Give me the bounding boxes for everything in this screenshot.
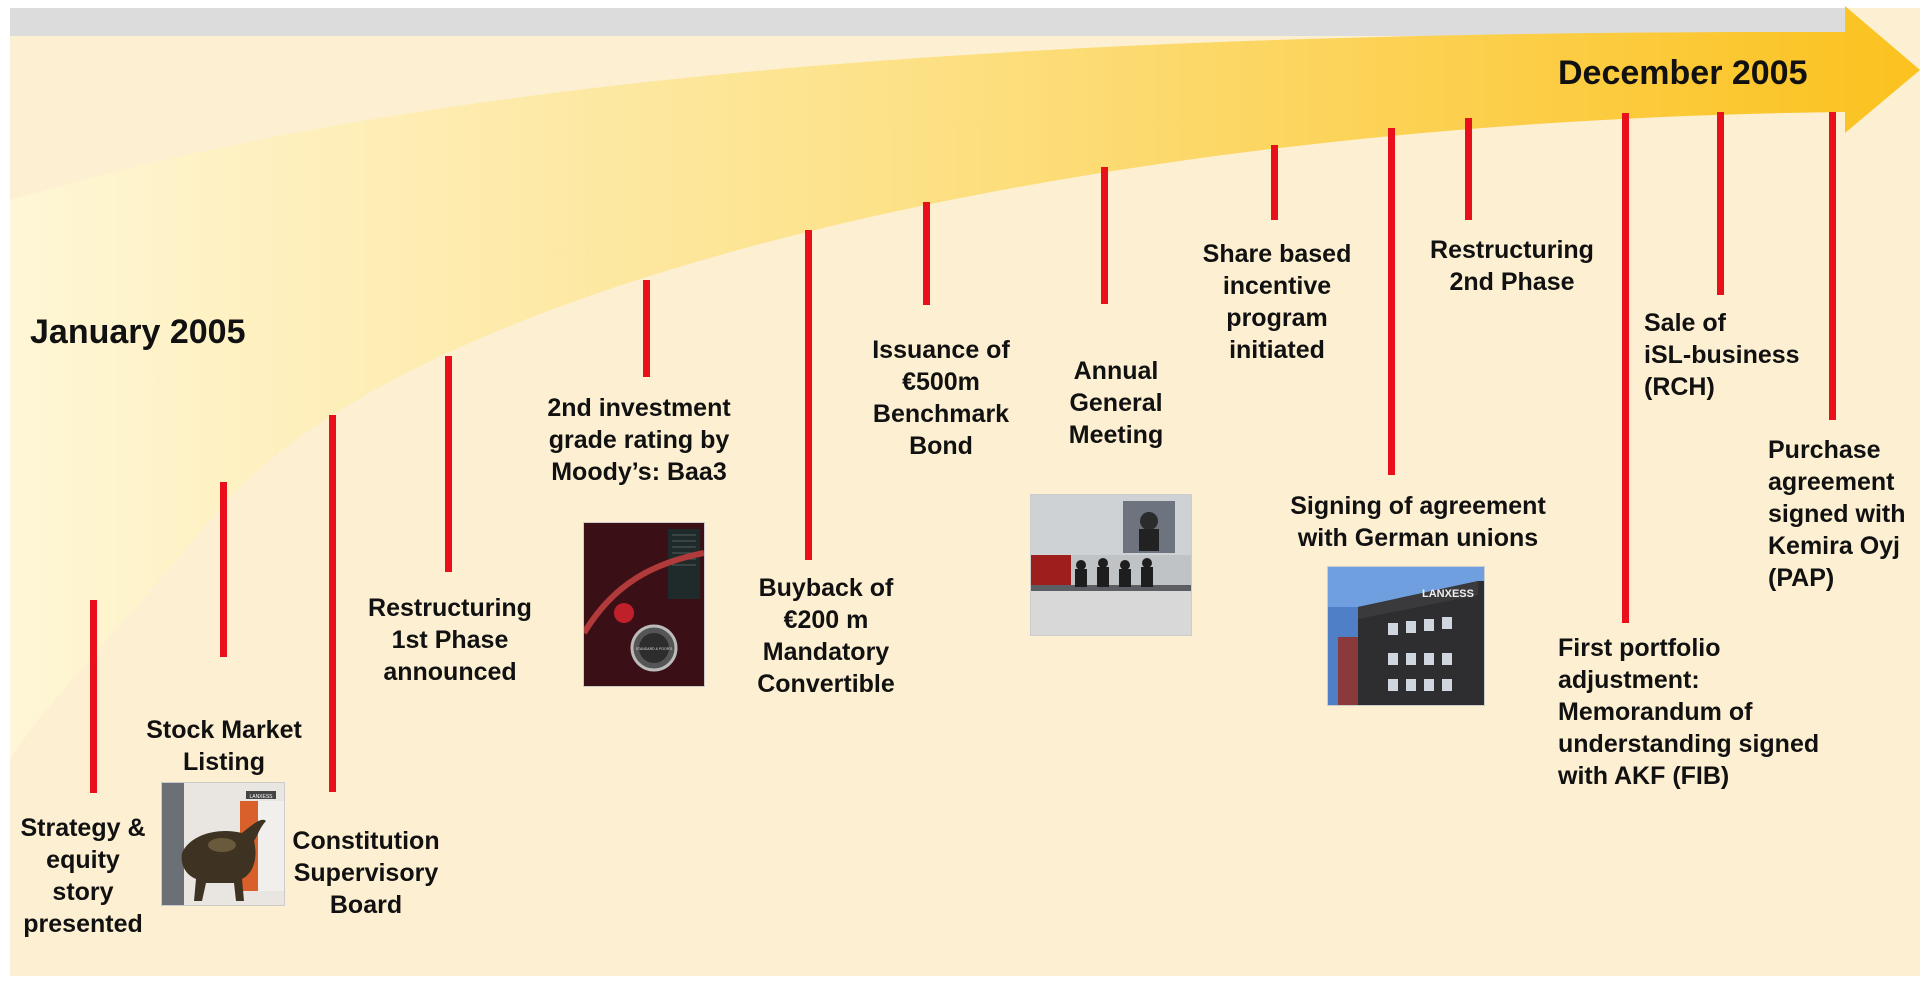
top-bar <box>10 8 1845 36</box>
building-sign-text: LANXESS <box>1422 588 1474 600</box>
tick-isl-sale <box>1717 112 1724 295</box>
agm-meeting-photo <box>1030 494 1192 636</box>
tick-bond <box>923 202 930 305</box>
bull-statue-photo: LANXESS <box>161 782 285 906</box>
bull-photo-sign: LANXESS <box>249 794 273 800</box>
lanxess-building-photo: LANXESS <box>1327 566 1485 706</box>
end-date-label: December 2005 <box>1558 54 1808 92</box>
tick-restructuring-2 <box>1465 118 1472 220</box>
tick-unions <box>1388 128 1395 475</box>
rating-cover-seal-text: STANDARD & POOR'S <box>636 647 673 651</box>
tick-incentive <box>1271 145 1278 220</box>
tick-restructuring-1 <box>445 356 452 572</box>
tick-strategy <box>90 600 97 793</box>
tick-kemira <box>1829 112 1836 420</box>
rating-cover-photo: STANDARD & POOR'S <box>583 522 705 687</box>
tick-buyback <box>805 230 812 560</box>
tick-constitution <box>329 415 336 792</box>
tick-agm <box>1101 167 1108 304</box>
tick-moodys <box>643 280 650 377</box>
tick-stock-listing <box>220 482 227 657</box>
timeline-arrow <box>10 6 1920 760</box>
start-date-label: January 2005 <box>30 313 246 351</box>
tick-portfolio <box>1622 113 1629 623</box>
